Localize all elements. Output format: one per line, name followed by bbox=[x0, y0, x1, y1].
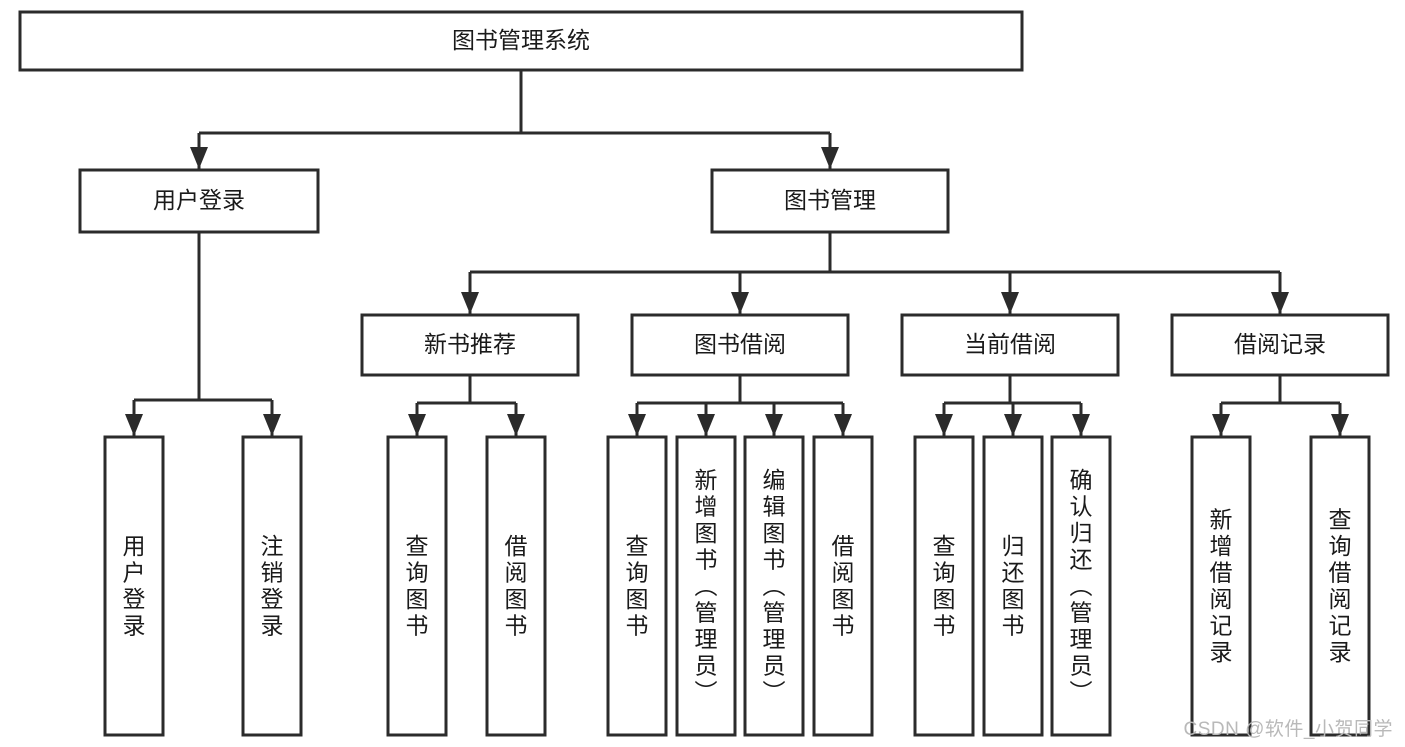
arrow-head-icon bbox=[834, 414, 852, 436]
leaf-node-leaf-borrow-book-2[interactable] bbox=[812, 435, 874, 737]
arrow-head-icon bbox=[1331, 414, 1349, 436]
leaf-label: 查询借阅记录 bbox=[1329, 507, 1352, 666]
arrow-head-icon bbox=[1212, 414, 1230, 436]
arrow-head-icon bbox=[507, 414, 525, 436]
arrow-head-icon bbox=[1004, 414, 1022, 436]
leaf-node-leaf-return-book[interactable] bbox=[982, 435, 1044, 737]
leaf-node-leaf-borrow-book-1[interactable] bbox=[485, 435, 547, 737]
leaf-node-leaf-user-login[interactable] bbox=[103, 435, 165, 737]
leaf-label: 确认归还︵管理员︶ bbox=[1070, 467, 1093, 705]
arrow-head-icon bbox=[731, 292, 749, 314]
leaf-node-leaf-confirm-return[interactable] bbox=[1050, 435, 1112, 737]
node-label: 用户登录 bbox=[153, 187, 245, 213]
leaf-label: 编辑图书︵管理员︶ bbox=[763, 467, 786, 705]
node-label: 当前借阅 bbox=[964, 331, 1056, 357]
leaf-label: 新增图书︵管理员︶ bbox=[695, 467, 718, 705]
arrow-head-icon bbox=[263, 414, 281, 436]
node-label: 图书借阅 bbox=[694, 331, 786, 357]
leaf-label: 注销登录 bbox=[261, 533, 284, 639]
node-book-manage[interactable] bbox=[710, 168, 950, 234]
node-label: 图书管理 bbox=[784, 187, 876, 213]
root-node-root[interactable] bbox=[18, 10, 1024, 72]
arrow-head-icon bbox=[821, 147, 839, 169]
leaf-node-leaf-query-book-2[interactable] bbox=[606, 435, 668, 737]
leaf-node-leaf-query-book-3[interactable] bbox=[913, 435, 975, 737]
leaf-node-leaf-add-book[interactable] bbox=[675, 435, 737, 737]
connector-layer bbox=[125, 70, 1349, 436]
leaf-node-leaf-edit-book[interactable] bbox=[743, 435, 805, 737]
arrow-head-icon bbox=[765, 414, 783, 436]
leaf-node-leaf-query-record[interactable] bbox=[1309, 435, 1371, 737]
node-label: 新书推荐 bbox=[424, 331, 516, 357]
leaf-label: 查询图书 bbox=[933, 533, 956, 639]
leaf-node-leaf-add-record[interactable] bbox=[1190, 435, 1252, 737]
node-book-borrow[interactable] bbox=[630, 313, 850, 377]
arrow-head-icon bbox=[1271, 292, 1289, 314]
arrow-head-icon bbox=[697, 414, 715, 436]
leaf-label: 归还图书 bbox=[1002, 533, 1025, 639]
leaf-label: 用户登录 bbox=[123, 533, 146, 639]
arrow-head-icon bbox=[628, 414, 646, 436]
node-borrow-record[interactable] bbox=[1170, 313, 1390, 377]
leaf-node-leaf-query-book-1[interactable] bbox=[386, 435, 448, 737]
leaf-label: 查询图书 bbox=[406, 533, 429, 639]
node-layer: 图书管理系统用户登录图书管理新书推荐图书借阅当前借阅借阅记录用户登录注销登录查询… bbox=[18, 10, 1390, 737]
leaf-label: 查询图书 bbox=[626, 533, 649, 639]
node-new-book-rec[interactable] bbox=[360, 313, 580, 377]
arrow-head-icon bbox=[408, 414, 426, 436]
arrow-head-icon bbox=[190, 147, 208, 169]
node-current-borrow[interactable] bbox=[900, 313, 1120, 377]
arrow-head-icon bbox=[935, 414, 953, 436]
node-user-login[interactable] bbox=[78, 168, 320, 234]
leaf-node-leaf-user-logout[interactable] bbox=[241, 435, 303, 737]
arrow-head-icon bbox=[461, 292, 479, 314]
leaf-label: 借阅图书 bbox=[505, 533, 528, 639]
arrow-head-icon bbox=[1072, 414, 1090, 436]
arrow-head-icon bbox=[125, 414, 143, 436]
node-label: 图书管理系统 bbox=[452, 27, 590, 53]
leaf-label: 新增借阅记录 bbox=[1210, 507, 1233, 666]
leaf-label: 借阅图书 bbox=[832, 533, 855, 639]
node-label: 借阅记录 bbox=[1234, 331, 1326, 357]
arrow-head-icon bbox=[1001, 292, 1019, 314]
